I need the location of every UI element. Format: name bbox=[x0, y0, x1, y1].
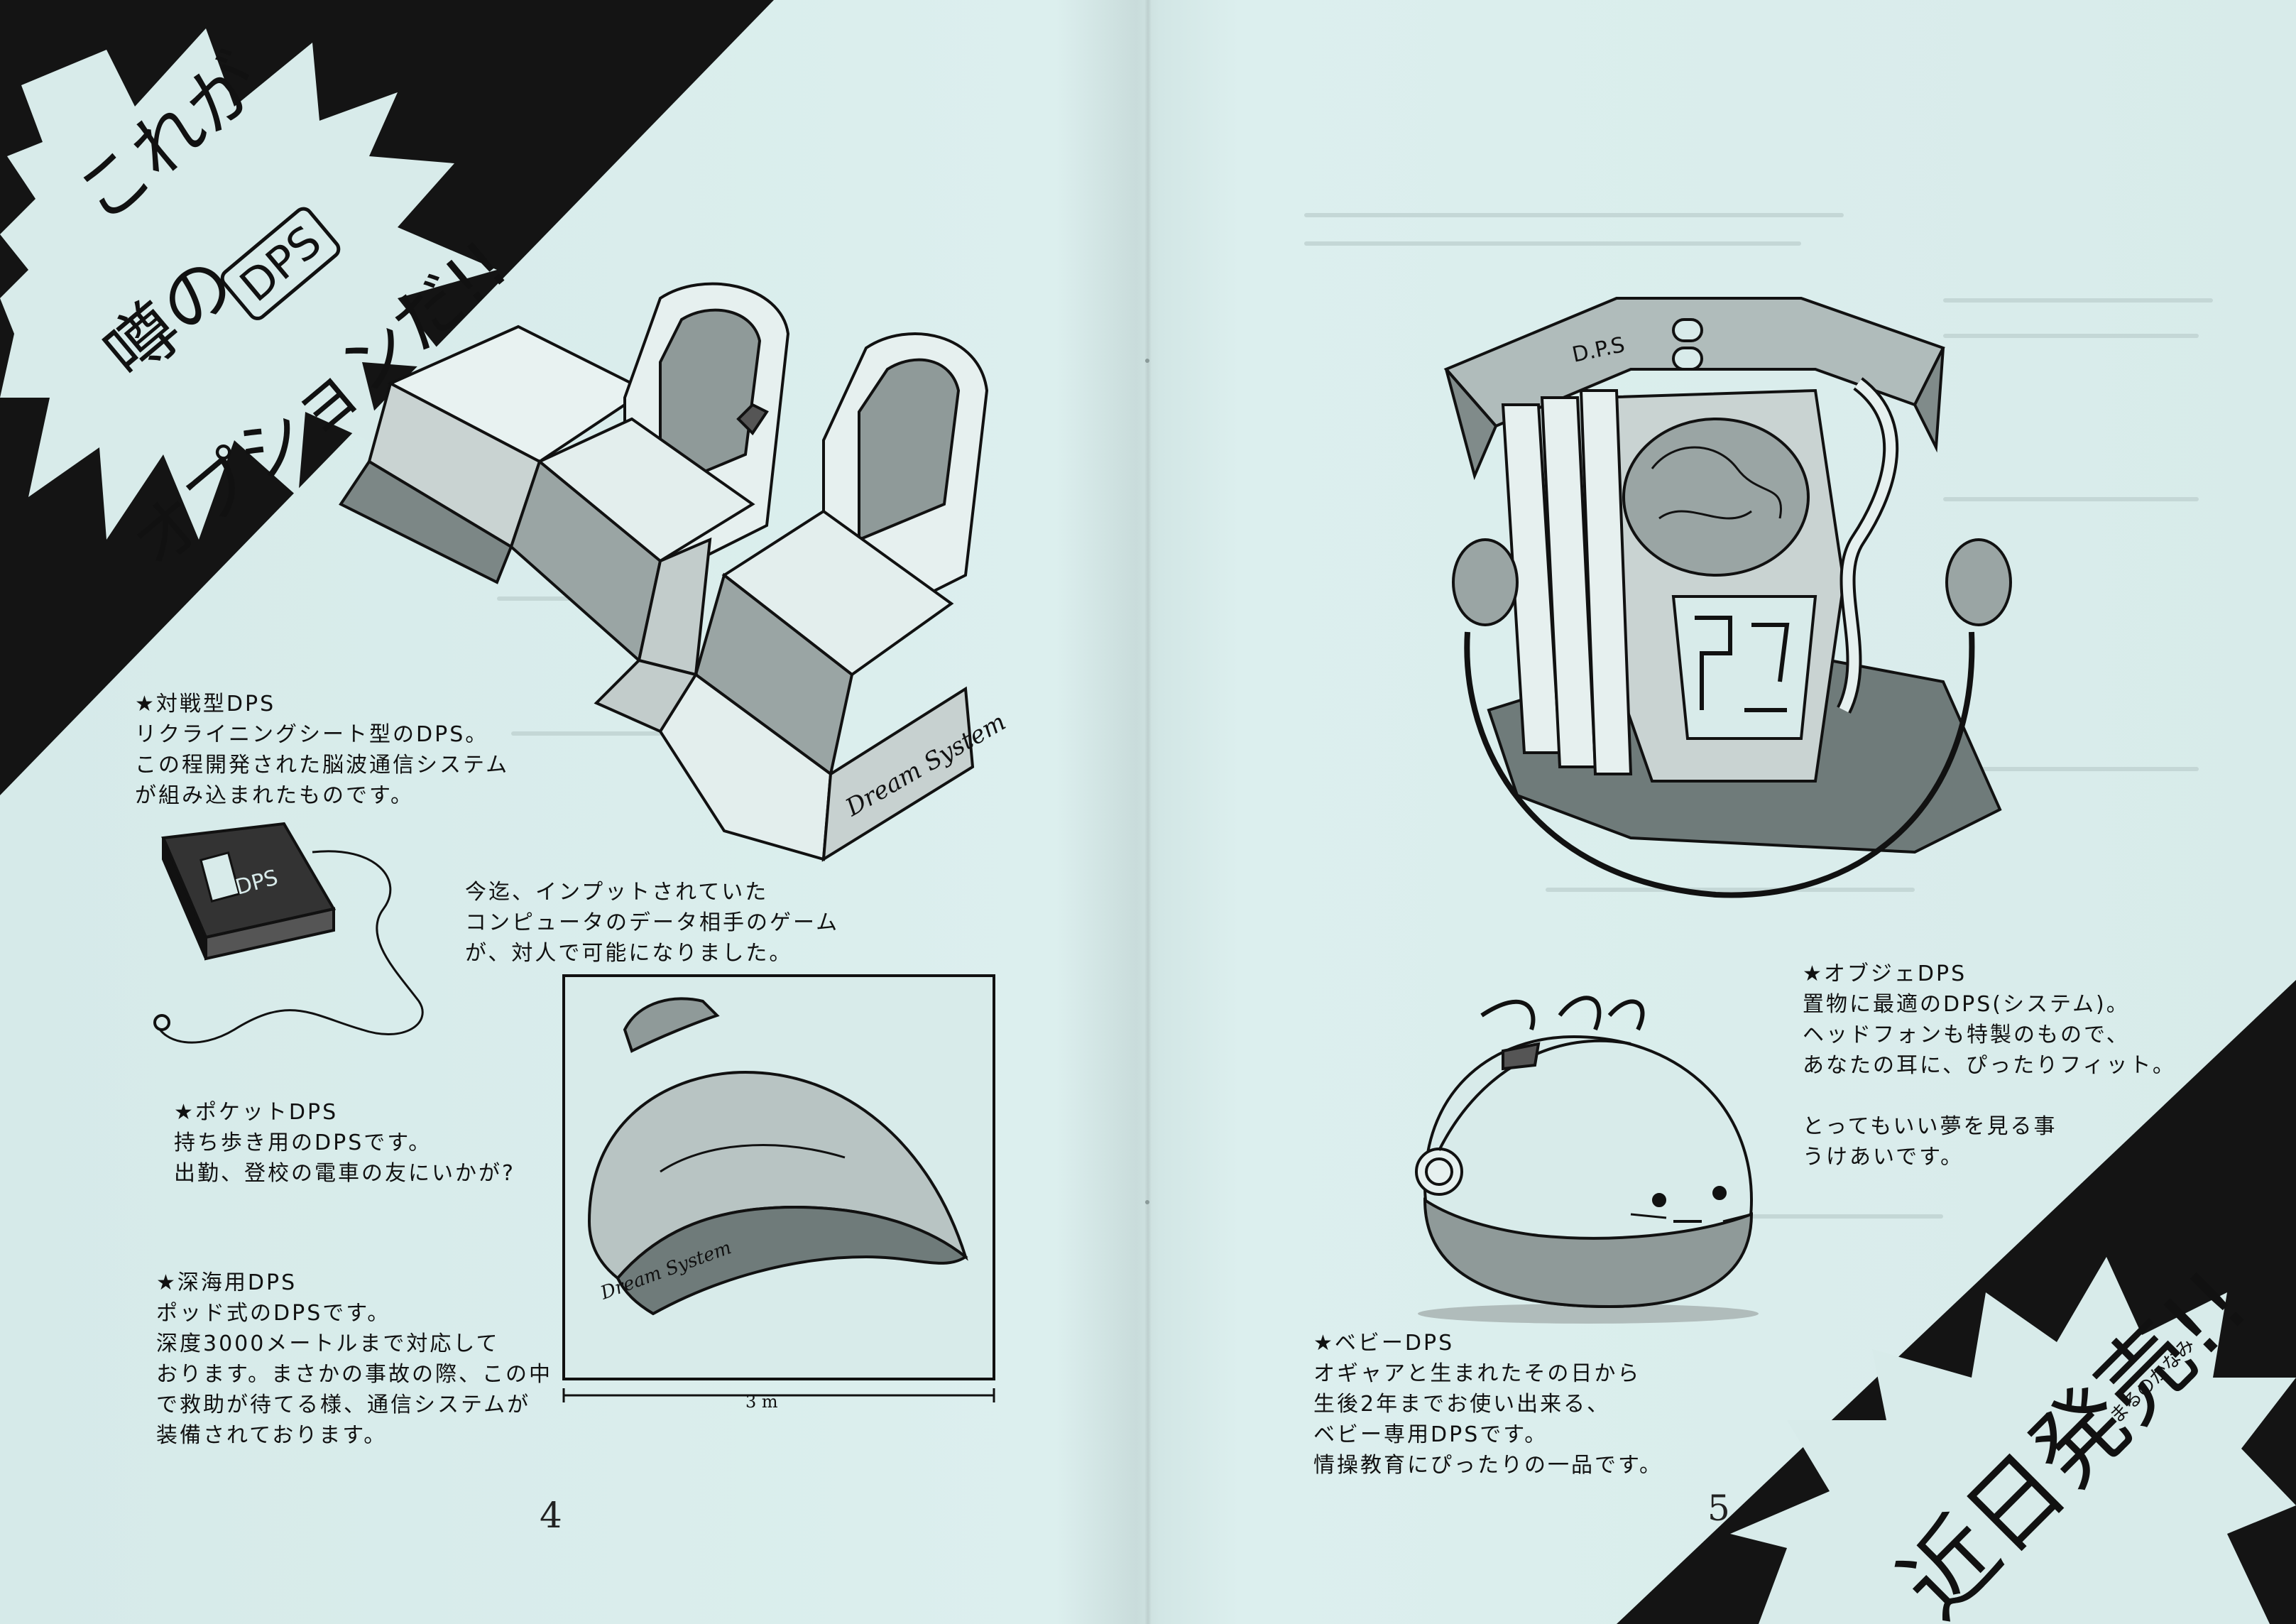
caption-line: オギャアと生まれたその日から bbox=[1313, 1361, 1641, 1386]
baby-dps-illustration bbox=[1415, 996, 1759, 1324]
caption-line: あなたの耳に、ぴったりフィット。 bbox=[1803, 1053, 2176, 1078]
caption-line: が、対人で可能になりました。 bbox=[465, 941, 793, 966]
caption-line: 生後2年までお使い出来る、 bbox=[1313, 1392, 1611, 1417]
caption-line: ポッド式のDPSです。 bbox=[156, 1301, 391, 1326]
deep-sea-pod-illustration: Dream System 3 m bbox=[562, 974, 995, 1412]
caption-shinkai-dps: ★深海用DPS ポッド式のDPSです。 深度3000メートルまで対応して おりま… bbox=[156, 1268, 552, 1451]
caption-line: 出勤、登校の電車の友にいかが? bbox=[174, 1161, 515, 1186]
caption-line: が組み込まれたものです。 bbox=[135, 783, 414, 808]
bleed-through-line bbox=[1943, 497, 2199, 501]
reclining-seat-dps-illustration: Dream System bbox=[339, 282, 1008, 862]
bleed-through-line bbox=[1943, 334, 2199, 338]
caption-line: ヘッドフォンも特製のもので、 bbox=[1803, 1023, 2130, 1047]
caption-line: で救助が待てる様、通信システムが bbox=[156, 1393, 531, 1417]
objet-dps-illustration: D.P.S bbox=[1443, 297, 2012, 898]
caption-line: 今迄、インプットされていた bbox=[465, 880, 769, 905]
caption-line: コンピュータのデータ相手のゲーム bbox=[465, 910, 840, 935]
caption-line: 情操教育にぴったりの一品です。 bbox=[1313, 1453, 1663, 1478]
bleed-through-line bbox=[1304, 213, 1844, 217]
gutter-shadow bbox=[1144, 0, 1152, 1624]
binding-stitch bbox=[1145, 1200, 1149, 1204]
page-number-left: 4 bbox=[540, 1495, 562, 1536]
caption-pocket-dps: ★ポケットDPS 持ち歩き用のDPSです。 出勤、登校の電車の友にいかが? bbox=[174, 1097, 515, 1189]
caption-line: リクライニングシート型のDPS。 bbox=[135, 722, 489, 747]
bleed-through-line bbox=[1304, 241, 1801, 246]
caption-line: 深度3000メートルまで対応して bbox=[156, 1331, 500, 1356]
bleed-through-line bbox=[511, 731, 667, 736]
caption-taisen-dps: ★対戦型DPS リクライニングシート型のDPS。 この程開発された脳波通信システ… bbox=[135, 689, 509, 811]
caption-line: 持ち歩き用のDPSです。 bbox=[174, 1130, 432, 1155]
caption-line: 置物に最適のDPS(システム)。 bbox=[1803, 992, 2130, 1017]
caption-line: ベビー専用DPSです。 bbox=[1313, 1422, 1548, 1447]
left-page: これが 噂の DPS オプションだ!! bbox=[0, 0, 1008, 1536]
binding-stitch bbox=[1145, 359, 1149, 363]
bleed-through-line bbox=[1943, 767, 2199, 771]
caption-line: 装備されております。 bbox=[156, 1423, 388, 1448]
caption-line: ★対戦型DPS bbox=[135, 692, 276, 716]
caption-line: この程開発された脳波通信システム bbox=[135, 753, 510, 778]
caption-line: ★深海用DPS bbox=[156, 1270, 297, 1295]
bleed-through-line bbox=[1617, 1214, 1943, 1219]
right-page: D.P.S 近日発売!! まるのかな bbox=[1148, 0, 2296, 1624]
caption-objet-dps: ★オブジェDPS 置物に最適のDPS(システム)。 ヘッドフォンも特製のもので、… bbox=[1803, 959, 2176, 1172]
page-number-right: 5 bbox=[1707, 1488, 1730, 1529]
caption-line: ★ベビーDPS bbox=[1313, 1331, 1455, 1356]
right-burst-graphic bbox=[1617, 980, 2296, 1624]
caption-line: おります。まさかの事故の際、この中 bbox=[156, 1362, 552, 1387]
caption-line: ★ポケットDPS bbox=[174, 1100, 339, 1125]
bleed-through-line bbox=[1943, 298, 2213, 303]
caption-line: とってもいい夢を見る事 bbox=[1803, 1114, 2057, 1139]
caption-intro: 今迄、インプットされていた コンピュータのデータ相手のゲーム が、対人で可能にな… bbox=[465, 877, 839, 969]
bleed-through-line bbox=[1546, 888, 1915, 892]
caption-line: ★オブジェDPS bbox=[1803, 961, 1967, 986]
caption-baby-dps: ★ベビーDPS オギャアと生まれたその日から 生後2年までお使い出来る、 ベビー… bbox=[1313, 1328, 1663, 1481]
pocket-dps-illustration: DPS bbox=[153, 822, 424, 1044]
pod-scale-label: 3 m bbox=[745, 1392, 778, 1412]
caption-line: うけあいです。 bbox=[1803, 1145, 1964, 1170]
caption-line bbox=[1803, 1081, 2176, 1111]
